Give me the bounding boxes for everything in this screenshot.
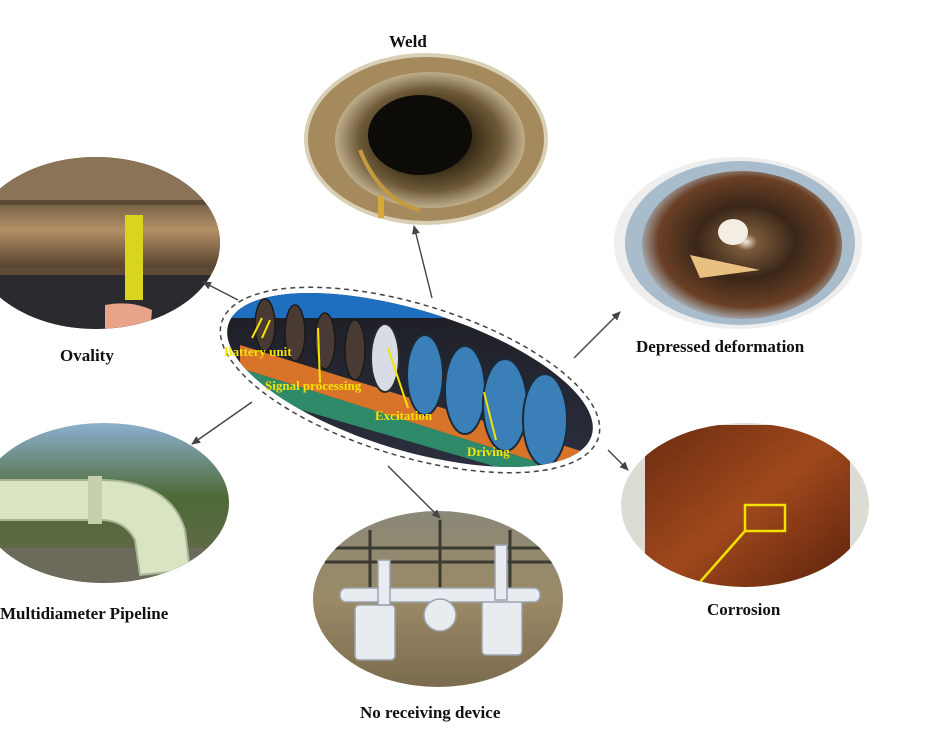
- no-receiving-device-label: No receiving device: [360, 703, 501, 722]
- arrow-to-weld: [412, 225, 433, 299]
- depressed-deformation-label: Depressed deformation: [636, 337, 805, 356]
- corrosion-label: Corrosion: [707, 600, 781, 619]
- weld-label: Weld: [389, 32, 427, 51]
- multidiameter-pipeline-photo: [0, 423, 229, 583]
- arrow-to-corrosion: [607, 449, 629, 471]
- ovality-photo: [0, 157, 220, 329]
- arrow-to-no-receiving-device: [387, 465, 441, 519]
- ovality-label: Ovality: [60, 346, 114, 365]
- driving-annotation: Driving: [467, 444, 510, 459]
- battery-unit-annotation: Battery unit: [224, 344, 292, 359]
- weld-photo: [304, 53, 548, 225]
- arrows: [191, 225, 629, 519]
- arrow-to-depressed-deformation: [573, 311, 621, 359]
- multidiameter-pipeline-label: Multidiameter Pipeline: [0, 604, 169, 623]
- corrosion-photo: [621, 423, 869, 587]
- inspection-tool-photo: Battery unit Signal processing Excitatio…: [207, 280, 613, 500]
- signal-processing-annotation: Signal processing: [265, 378, 362, 393]
- arrow-to-multidiameter-pipeline: [191, 401, 253, 445]
- arrow-to-ovality: [202, 281, 239, 301]
- excitation-annotation: Excitation: [375, 408, 433, 423]
- no-receiving-device-photo: [313, 511, 563, 687]
- depressed-deformation-photo: [614, 157, 862, 329]
